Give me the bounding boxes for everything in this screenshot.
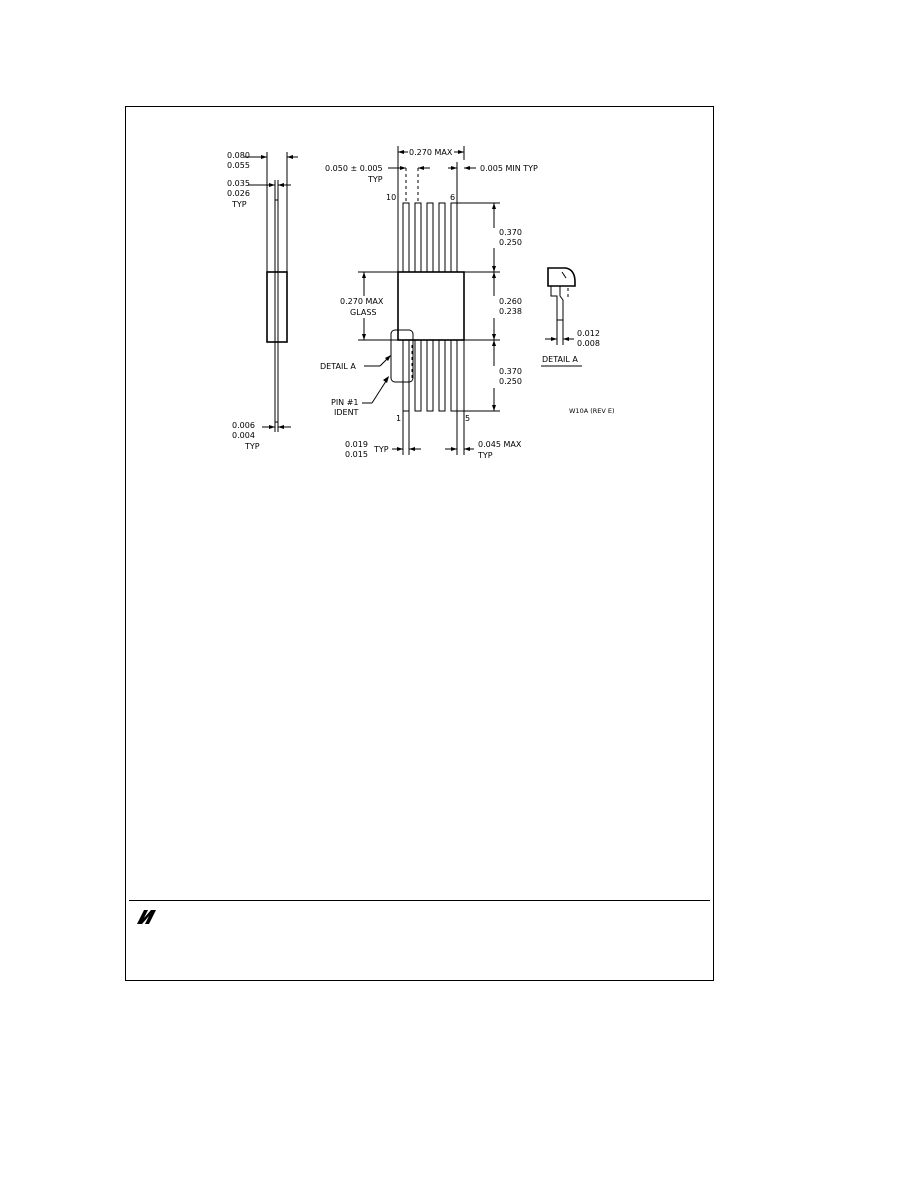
detail-dim-min: 0.008 bbox=[577, 339, 600, 348]
dim-body-min: 0.238 bbox=[499, 307, 522, 316]
dim-body-max: 0.260 bbox=[499, 297, 522, 306]
dim-pitch-note: TYP bbox=[367, 175, 383, 184]
dim-body-thick-min: 0.055 bbox=[227, 161, 250, 170]
detail-a-view: 0.012 0.008 DETAIL A bbox=[541, 267, 600, 367]
revision-code: W10A (REV E) bbox=[569, 407, 615, 415]
glass-label: GLASS bbox=[350, 308, 376, 317]
dim-pitch: 0.050 ± 0.005 bbox=[325, 164, 383, 173]
lead-8 bbox=[426, 202, 434, 273]
detail-a-callout: DETAIL A bbox=[320, 362, 356, 371]
footer-divider bbox=[129, 900, 710, 901]
detail-body-section bbox=[547, 267, 576, 287]
detail-a-title: DETAIL A bbox=[542, 355, 578, 364]
dim-lead-t-max: 0.006 bbox=[232, 421, 255, 430]
dim-lead-w-note: TYP bbox=[231, 200, 247, 209]
lead-4 bbox=[438, 339, 446, 412]
dim-lead-w-max: 0.035 bbox=[227, 179, 250, 188]
dim-lead-w-min: 0.026 bbox=[227, 189, 250, 198]
top-view: 10 6 1 5 0.270 MAX 0.050 ± 0.005 TYP 0.0… bbox=[320, 146, 538, 460]
lead-2 bbox=[414, 339, 422, 412]
dim-edge-max: 0.045 MAX bbox=[478, 440, 522, 449]
lead-5 bbox=[450, 339, 458, 412]
pin-label-1: 1 bbox=[396, 414, 401, 423]
dim-edge-note: TYP bbox=[477, 451, 493, 460]
dim-lead-t-note: TYP bbox=[244, 442, 260, 451]
dim-glass-width: 0.270 MAX bbox=[340, 297, 384, 306]
detail-dim-max: 0.012 bbox=[577, 329, 600, 338]
dim-lead-width-note: TYP bbox=[373, 445, 389, 454]
dim-width-max: 0.270 MAX bbox=[409, 148, 453, 157]
lead-7 bbox=[438, 202, 446, 273]
dim-body-thick-max: 0.080 bbox=[227, 151, 250, 160]
side-lead-bottom bbox=[274, 341, 279, 423]
pin1-label: PIN #1 bbox=[331, 398, 359, 407]
dim-lead-width-max: 0.019 bbox=[345, 440, 368, 449]
side-view: 0.080 0.055 0.035 0.026 TYP 0.006 0.004 … bbox=[227, 151, 298, 451]
pin-label-5: 5 bbox=[465, 414, 470, 423]
dim-lead-top-max: 0.370 bbox=[499, 228, 522, 237]
detail-a-callout-box bbox=[390, 329, 414, 383]
lead-6 bbox=[450, 202, 458, 273]
page-frame bbox=[125, 106, 714, 981]
pin-label-6: 6 bbox=[450, 193, 455, 202]
dim-lead-t-min: 0.004 bbox=[232, 431, 255, 440]
side-lead-top bbox=[274, 199, 279, 273]
lead-9 bbox=[414, 202, 422, 273]
dim-lead-width-min: 0.015 bbox=[345, 450, 368, 459]
dim-end-gap: 0.005 MIN TYP bbox=[480, 164, 538, 173]
national-semiconductor-logo-icon bbox=[137, 910, 156, 924]
dim-lead-bot-min: 0.250 bbox=[499, 377, 522, 386]
dim-lead-bot-max: 0.370 bbox=[499, 367, 522, 376]
side-body bbox=[266, 271, 288, 343]
lead-3 bbox=[426, 339, 434, 412]
pin-label-10: 10 bbox=[386, 193, 396, 202]
lead-1 bbox=[402, 339, 410, 412]
pin1-ident: IDENT bbox=[334, 408, 359, 417]
package-body bbox=[397, 271, 465, 341]
dim-lead-top-min: 0.250 bbox=[499, 238, 522, 247]
lead-10 bbox=[402, 202, 410, 273]
